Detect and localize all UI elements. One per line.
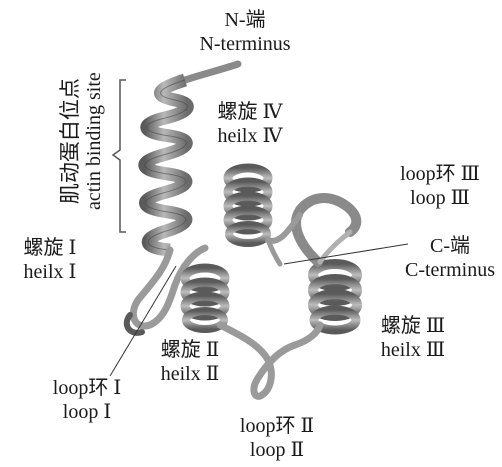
c-terminus-label: C-端 C-terminus	[398, 234, 502, 282]
helix-3-label-zh: 螺旋 Ⅲ	[358, 314, 468, 338]
helix-2-ribbon	[185, 268, 225, 329]
loop-2-label: loop环 Ⅱ loop Ⅱ	[222, 414, 332, 462]
actin-site-label-zh: 肌动蛋白位点	[58, 72, 82, 210]
loop-1-label-zh: loop环 Ⅰ	[32, 376, 142, 400]
n-terminus-label-en: N-terminus	[180, 32, 310, 56]
actin-site-label: 肌动蛋白位点 actin binding site	[58, 72, 106, 210]
helix-3-ribbon	[313, 264, 357, 330]
helix-2-label: 螺旋 Ⅱ heilx Ⅱ	[140, 338, 240, 386]
loop-3-label: loop环 Ⅲ loop Ⅲ	[385, 162, 495, 210]
loop-2-label-zh: loop环 Ⅱ	[222, 414, 332, 438]
helix-3-label-en: heilx Ⅲ	[358, 338, 468, 362]
helix-1-label-zh: 螺旋 Ⅰ	[5, 236, 95, 260]
n-terminus-label-zh: N-端	[180, 8, 310, 32]
actin-site-label-en: actin binding site	[82, 72, 106, 210]
helix-1-ribbon	[145, 80, 188, 250]
actin-site-bracket	[113, 80, 126, 232]
loop-1-label-en: loop Ⅰ	[32, 400, 142, 424]
n-terminus-strand	[185, 64, 238, 80]
helix-4-label-zh: 螺旋 Ⅳ	[200, 100, 300, 124]
helix-4-ribbon	[228, 168, 268, 243]
helix-1-label: 螺旋 Ⅰ heilx Ⅰ	[5, 236, 95, 284]
helix-1-label-en: heilx Ⅰ	[5, 260, 95, 284]
loop-3-label-en: loop Ⅲ	[385, 186, 495, 210]
loop-2-label-en: loop Ⅱ	[222, 438, 332, 462]
helix-3-label: 螺旋 Ⅲ heilx Ⅲ	[358, 314, 468, 362]
helix-2-label-en: heilx Ⅱ	[140, 362, 240, 386]
n-terminus-label: N-端 N-terminus	[180, 8, 310, 56]
loop-3-label-zh: loop环 Ⅲ	[385, 162, 495, 186]
c-terminus-label-en: C-terminus	[398, 258, 502, 282]
helix-4-label: 螺旋 Ⅳ heilx Ⅳ	[200, 100, 300, 148]
helix-2-label-zh: 螺旋 Ⅱ	[140, 338, 240, 362]
helix-4-label-en: heilx Ⅳ	[200, 124, 300, 148]
loop-1-label: loop环 Ⅰ loop Ⅰ	[32, 376, 142, 424]
c-terminus-label-zh: C-端	[398, 234, 502, 258]
